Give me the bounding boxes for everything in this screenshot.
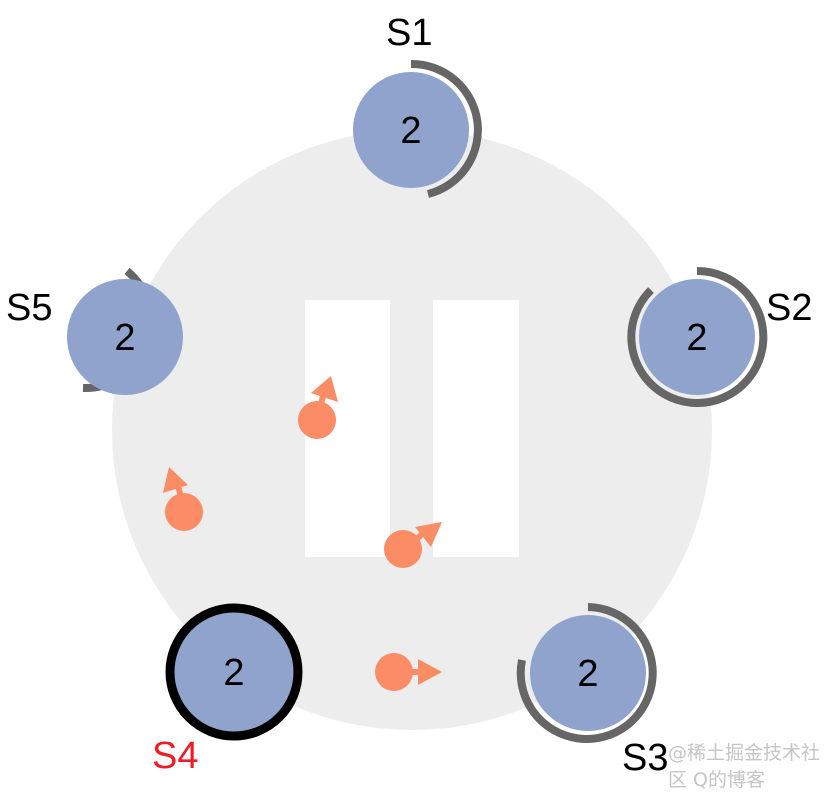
server-label-s2: S2	[766, 287, 812, 329]
server-node-s2[interactable]: 2	[627, 266, 768, 407]
server-label-s4: S4	[152, 735, 198, 777]
term-number: 2	[223, 652, 244, 694]
server-label-s1: S1	[386, 12, 432, 54]
message-to-s3	[375, 653, 442, 691]
server-node-s3[interactable]: 2	[516, 603, 657, 743]
election-timeout-arc	[627, 266, 768, 407]
election-timeout-arc	[516, 603, 657, 743]
message-to-s2	[384, 522, 442, 568]
server-node-s5[interactable]: 2	[67, 267, 183, 395]
term-number: 2	[400, 110, 421, 152]
term-number: 2	[577, 653, 598, 695]
server-label-s5: S5	[6, 287, 52, 329]
election-timeout-arc	[410, 59, 482, 198]
server-node-s1[interactable]: 2	[353, 59, 482, 198]
leader-ring	[165, 603, 303, 741]
cluster-area	[112, 130, 712, 730]
message-to-s5	[163, 467, 203, 531]
server-node-s4-leader[interactable]: 2	[165, 603, 303, 741]
term-number: 2	[114, 317, 135, 359]
server-label-s3: S3	[622, 737, 668, 779]
term-number: 2	[686, 317, 707, 359]
message-to-s1	[298, 376, 338, 439]
